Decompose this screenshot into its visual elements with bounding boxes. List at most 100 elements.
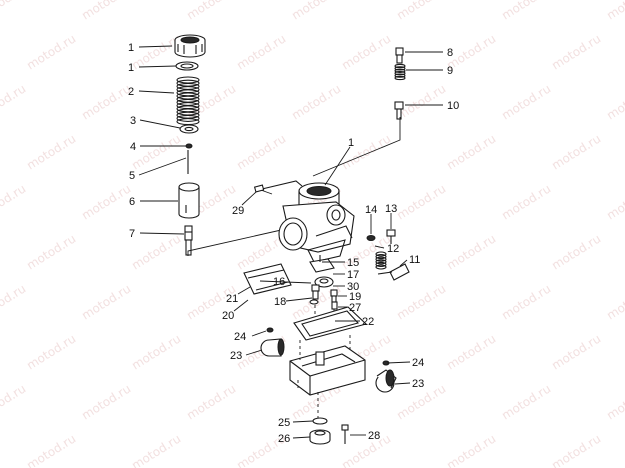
watermark-text: motod.ru (129, 131, 183, 172)
left-o-ring-part (266, 327, 274, 333)
bowl-bolt-part (341, 424, 349, 444)
watermark-text: motod.ru (79, 381, 133, 422)
callout-30-jet-holder: 30 (347, 281, 359, 293)
callout-19-pilot-jet: 19 (349, 291, 361, 303)
pilot-screw-spring-part (394, 63, 406, 81)
watermark-text: motod.ru (79, 281, 133, 322)
watermark-text: motod.ru (499, 281, 553, 322)
float-bowl-gasket-part (293, 306, 368, 341)
watermark-text: motod.ru (184, 381, 238, 422)
callout-9-spring: 9 (447, 65, 453, 77)
leader-lines (138, 45, 443, 439)
jet-small-part (331, 301, 338, 310)
callout-15-needle-valve: 15 (347, 257, 359, 269)
watermark-text: motod.ru (234, 31, 288, 72)
callout-24-o-ring-right: 24 (412, 357, 424, 369)
callout-20-float-tab: 20 (222, 310, 234, 322)
callout-13-screw: 13 (385, 203, 397, 215)
watermark-text: motod.ru (604, 181, 625, 222)
cap-washer-part (175, 61, 199, 71)
main-jet-part (311, 284, 320, 300)
carburetor-body-part (253, 180, 355, 263)
callout-16-float-pin: 16 (273, 276, 285, 288)
callout-12-spring: 12 (387, 243, 399, 255)
callout-1-cap: 1 (128, 42, 134, 54)
callout-27-jet: 27 (349, 302, 361, 314)
callout-8-pilot-screw: 8 (447, 47, 453, 59)
watermark-text: motod.ru (549, 31, 603, 72)
callout-23-plug-left: 23 (230, 350, 242, 362)
needle-clip-part (185, 143, 193, 149)
callout-18-main-jet: 18 (274, 296, 286, 308)
watermark-text: motod.ru (79, 181, 133, 222)
watermark-text: motod.ru (499, 381, 553, 422)
watermark-text: motod.ru (24, 31, 78, 72)
watermark-text: motod.ru (289, 81, 343, 122)
watermark-text: motod.ru (24, 331, 78, 372)
watermark-text: motod.ru (79, 81, 133, 122)
jet-washer-part (309, 299, 319, 305)
callout-28-bowl-bolt: 28 (368, 430, 380, 442)
callout-6-slide: 6 (129, 196, 135, 208)
callout-11-idle-screw: 11 (409, 254, 420, 266)
watermark-text: motod.ru (549, 231, 603, 272)
float-part (243, 263, 292, 295)
cap-top-part (174, 34, 206, 58)
left-drain-plug-part (260, 338, 285, 357)
pilot-screw-part (395, 47, 404, 64)
watermark-text: motod.ru (184, 0, 238, 23)
callout-3-spring-seat: 3 (130, 115, 136, 127)
needle-jet-part (184, 225, 193, 256)
watermark-text: motod.ru (129, 331, 183, 372)
callout-21-float: 21 (226, 293, 238, 305)
watermark-text: motod.ru (394, 181, 448, 222)
watermark-text: motod.ru (0, 281, 28, 322)
pilot-jet-small-part (330, 289, 338, 303)
callout-17-float-arm: 17 (347, 269, 359, 281)
watermark-text: motod.ru (0, 181, 28, 222)
throttle-slide-part (178, 182, 200, 219)
watermark-text: motod.ru (24, 231, 78, 272)
idle-adjust-screw-part (377, 263, 410, 281)
callout-23-plug-right: 23 (412, 378, 424, 390)
callout-26-drain-screw: 26 (278, 433, 290, 445)
watermark-text: motod.ru (499, 81, 553, 122)
watermark-text: motod.ru (604, 381, 625, 422)
watermark-text: motod.ru (394, 0, 448, 23)
watermark-text: motod.ru (549, 431, 603, 468)
watermark-text: motod.ru (129, 431, 183, 468)
float-needle-valve-part (309, 255, 335, 273)
watermark-text: motod.ru (0, 381, 28, 422)
watermark-text: motod.ru (79, 0, 133, 23)
watermark-text: motod.ru (394, 281, 448, 322)
watermark-text: motod.ru (444, 431, 498, 468)
float-bowl-part (289, 345, 366, 396)
callout-5-needle: 5 (129, 170, 135, 182)
callout-labels: 1 1 2 3 4 5 6 7 8 9 10 1 29 14 13 12 11 … (128, 42, 459, 445)
watermark-text: motod.ru (339, 431, 393, 468)
watermark-text: motod.ru (604, 281, 625, 322)
callout-29-cable-fitting: 29 (232, 205, 244, 217)
watermark-text: motod.ru (234, 131, 288, 172)
watermark-text: motod.ru (0, 0, 28, 23)
watermark-text: motod.ru (549, 331, 603, 372)
callout-7-needle-jet: 7 (129, 228, 135, 240)
callout-1-body: 1 (348, 137, 354, 149)
callout-1-washer: 1 (128, 62, 134, 74)
drain-screw-part (309, 429, 331, 445)
watermark-text: motod.ru (604, 81, 625, 122)
callout-25-drain-gasket: 25 (278, 417, 290, 429)
right-drain-plug-part (375, 369, 397, 393)
callout-10-pilot-jet: 10 (447, 100, 459, 112)
watermark-text: motod.ru (604, 0, 625, 23)
body-screw-part (386, 229, 396, 244)
slide-spring-part (176, 76, 200, 126)
watermark-text: motod.ru (339, 31, 393, 72)
watermark-text: motod.ru (444, 131, 498, 172)
watermark-text: motod.ru (499, 181, 553, 222)
watermark-text: motod.ru (499, 0, 553, 23)
watermark-text: motod.ru (129, 231, 183, 272)
watermark-text: motod.ru (444, 231, 498, 272)
spring-seat-part (179, 124, 199, 134)
